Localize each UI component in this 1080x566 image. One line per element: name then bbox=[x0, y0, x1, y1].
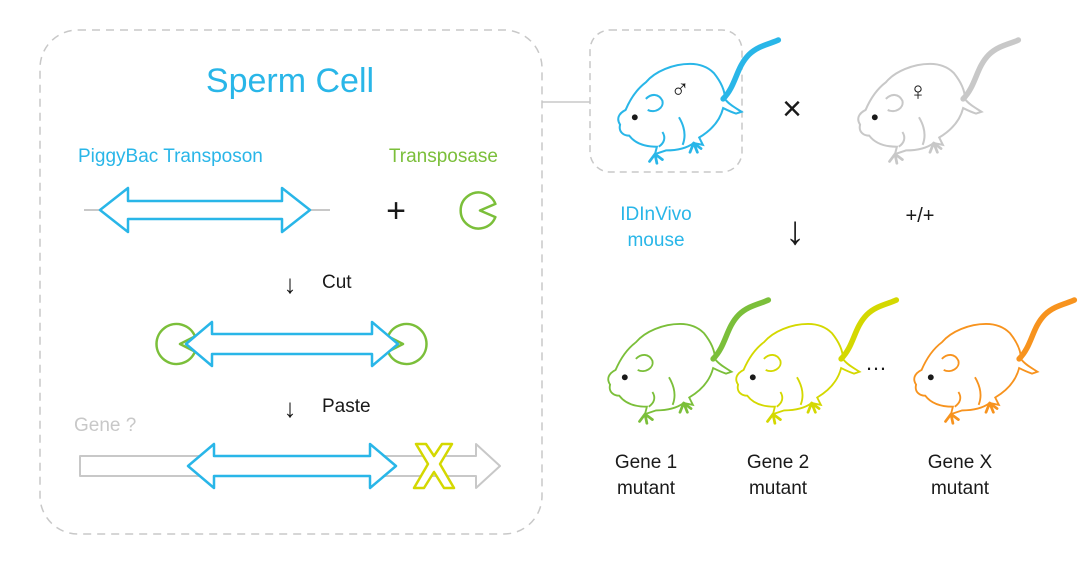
sperm-cell-panel bbox=[39, 29, 543, 535]
female-symbol: ♀ bbox=[908, 76, 928, 106]
gene-disruption-x-icon bbox=[412, 442, 456, 490]
gene1-label-line2: mutant bbox=[617, 478, 676, 499]
idinvivo-label-line2: mouse bbox=[627, 230, 684, 251]
offspring-arrow-icon: ↓ bbox=[785, 209, 805, 253]
wildtype-label: +/+ bbox=[906, 205, 935, 227]
transposon-label: PiggyBac Transposon bbox=[78, 146, 263, 167]
paste-arrow-icon: ↓ bbox=[284, 393, 297, 423]
gene1-mutant-mouse-icon bbox=[607, 297, 772, 425]
cut-label: Cut bbox=[322, 272, 352, 293]
genex-label-line2: mutant bbox=[931, 478, 990, 499]
ellipsis: … bbox=[865, 350, 887, 375]
gene1-label-line1: Gene 1 bbox=[615, 452, 677, 473]
female-mouse-icon bbox=[857, 37, 1022, 165]
transposase-right-icon bbox=[386, 322, 428, 366]
male-symbol: ♂ bbox=[670, 74, 690, 104]
transposase-left-icon bbox=[155, 322, 197, 366]
excised-transposon-arrow bbox=[184, 320, 400, 368]
genex-label-line1: Gene X bbox=[928, 452, 993, 473]
genex-mutant-mouse-icon bbox=[913, 297, 1078, 425]
idinvivo-label-line1: IDInVivo bbox=[620, 204, 691, 225]
male-mouse-box bbox=[589, 29, 743, 173]
plus-sign: + bbox=[386, 192, 406, 230]
transposon-double-arrow bbox=[98, 186, 312, 234]
male-mouse-icon bbox=[617, 37, 782, 165]
gene2-mutant-mouse-icon bbox=[735, 297, 900, 425]
cross-symbol: × bbox=[782, 90, 802, 128]
gene2-label-line2: mutant bbox=[749, 478, 808, 499]
gene2-label-line1: Gene 2 bbox=[747, 452, 809, 473]
gene-label: Gene ? bbox=[74, 415, 136, 436]
sperm-cell-title: Sperm Cell bbox=[206, 62, 374, 100]
inserted-transposon-arrow bbox=[186, 442, 398, 490]
transposase-label: Transposase bbox=[389, 146, 498, 167]
transposase-enzyme-icon bbox=[459, 191, 497, 230]
cut-arrow-icon: ↓ bbox=[284, 269, 297, 299]
paste-label: Paste bbox=[322, 396, 371, 417]
